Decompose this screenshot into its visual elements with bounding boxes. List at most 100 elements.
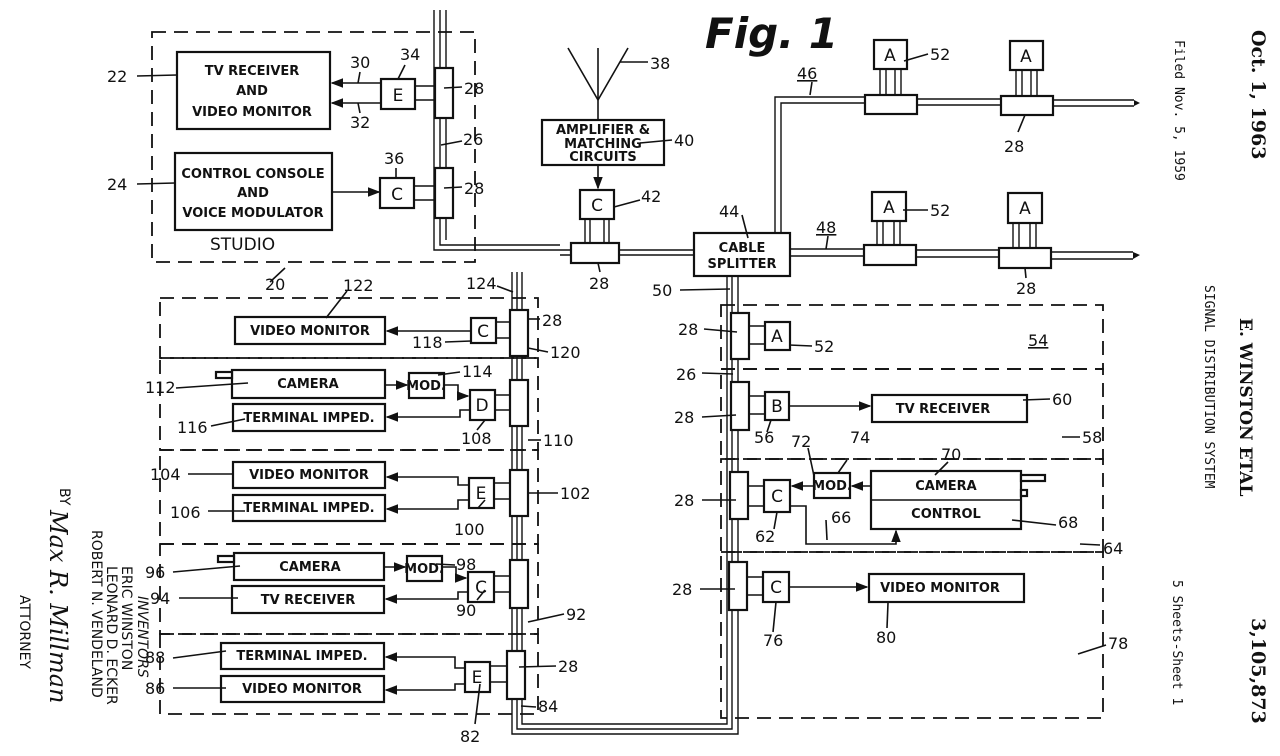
svg-text:TERMINAL IMPED.: TERMINAL IMPED. (243, 411, 374, 426)
svg-text:VIDEO MONITOR: VIDEO MONITOR (250, 324, 370, 339)
ref-114: 114 (462, 362, 493, 381)
antenna-38 (567, 47, 629, 120)
room-64 (720, 458, 1104, 553)
room-92 (159, 543, 539, 635)
modulator-74 (812, 471, 852, 500)
ref-68: 68 (1058, 513, 1078, 532)
ref-120: 120 (550, 343, 581, 362)
ref-28-branch46: 28 (1004, 137, 1024, 156)
ref-80: 80 (876, 628, 896, 647)
ref-110: 110 (543, 431, 574, 450)
amp-a-52-4 (1006, 191, 1044, 225)
modulator-114 (407, 371, 446, 400)
svg-text:TERMINAL IMPED.: TERMINAL IMPED. (243, 501, 374, 516)
svg-text:C: C (477, 322, 489, 342)
tap-28-branch46-b (999, 94, 1055, 117)
svg-text:VIDEO MONITOR: VIDEO MONITOR (249, 468, 369, 483)
svg-text:INVENTORS: INVENTORS (134, 596, 150, 678)
coupler-d-108 (468, 388, 497, 422)
ref-102: 102 (560, 484, 591, 503)
ref-28-r54: 28 (678, 320, 698, 339)
ref-76: 76 (763, 631, 783, 650)
ref-124: 124 (466, 274, 497, 293)
room-58 (720, 368, 1104, 460)
ref-38: 38 (650, 54, 670, 73)
svg-text:C: C (391, 185, 403, 205)
studio-label: STUDIO (210, 235, 275, 255)
modulator-98 (405, 554, 444, 583)
ref-24: 24 (107, 175, 127, 194)
svg-text:MOD.: MOD. (404, 562, 444, 577)
studio-boundary (151, 31, 476, 263)
ref-54: 54 (1028, 331, 1048, 350)
amp-a-52-3 (870, 190, 908, 223)
sheet-count: 5 Sheets-Sheet 1 (1169, 580, 1184, 705)
ref-22: 22 (107, 67, 127, 86)
svg-text:TV RECEIVER: TV RECEIVER (896, 402, 991, 417)
svg-text:A: A (771, 327, 783, 347)
svg-text:MOD.: MOD. (812, 479, 852, 494)
ref-116: 116 (177, 418, 208, 437)
svg-text:A: A (1019, 199, 1031, 219)
inventors-heading: INVENTORS (134, 596, 150, 678)
terminal-impedance-106 (231, 493, 387, 523)
svg-text:Filed Nov. 5, 1959: Filed Nov. 5, 1959 (1171, 40, 1186, 181)
tap-28-54 (729, 311, 751, 361)
ref-28-r84: 28 (558, 657, 578, 676)
ref-64: 64 (1103, 539, 1123, 558)
svg-text:TV RECEIVER: TV RECEIVER (205, 64, 300, 79)
tap-28-120 (508, 308, 530, 358)
ref-28-r120: 28 (542, 311, 562, 330)
ref-34: 34 (400, 45, 420, 64)
patent-number: 3,105,873 (1247, 618, 1269, 724)
ref-52-room: 52 (814, 337, 834, 356)
terminal-impedance-88 (219, 641, 386, 671)
svg-text:5 Sheets-Sheet 1: 5 Sheets-Sheet 1 (1169, 580, 1184, 705)
leader-lines (136, 53, 1107, 725)
tap-28-studio-upper (433, 66, 455, 120)
svg-text:Oct. 1, 1963: Oct. 1, 1963 (1247, 30, 1269, 159)
svg-text:E: E (472, 668, 483, 688)
figure-title: Fig. 1 (705, 9, 838, 58)
ref-94: 94 (150, 589, 170, 608)
svg-text:ATTORNEY: ATTORNEY (16, 595, 32, 669)
svg-text:VIDEO MONITOR: VIDEO MONITOR (192, 105, 312, 120)
svg-text:CAMERA: CAMERA (915, 479, 977, 494)
svg-text:VIDEO MONITOR: VIDEO MONITOR (880, 581, 1000, 596)
ref-98: 98 (456, 555, 476, 574)
svg-text:CAMERA: CAMERA (277, 377, 339, 392)
svg-text:A: A (1020, 47, 1032, 67)
tap-28-84 (505, 649, 527, 701)
tap-28-branch48-a (862, 243, 918, 267)
svg-text:A: A (884, 46, 896, 66)
svg-text:AND: AND (237, 186, 269, 201)
inventor-2: LEONARD D. ECKER (103, 566, 119, 705)
amp-a-52-room (763, 320, 792, 352)
ref-82: 82 (460, 727, 480, 746)
amp-a-52-1 (872, 38, 909, 71)
ref-86: 86 (145, 679, 165, 698)
ref-32: 32 (350, 113, 370, 132)
ref-52-a: 52 (930, 45, 950, 64)
ref-28-antenna: 28 (589, 274, 609, 293)
tap-28-110 (508, 378, 530, 428)
coupler-c-36 (378, 176, 416, 210)
svg-text:C: C (475, 578, 487, 598)
ref-118: 118 (412, 333, 443, 352)
svg-text:LEONARD D. ECKER: LEONARD D. ECKER (103, 566, 119, 705)
ref-96: 96 (145, 563, 165, 582)
ref-36: 36 (384, 149, 404, 168)
ref-28-r58: 28 (674, 408, 694, 427)
ref-84: 84 (538, 697, 558, 716)
ref-88: 88 (145, 648, 165, 667)
ref-104: 104 (150, 465, 181, 484)
ref-112: 112 (145, 378, 176, 397)
ref-26-studio: 26 (463, 130, 483, 149)
patent-date: Oct. 1, 1963 (1247, 30, 1269, 159)
ref-44: 44 (719, 202, 739, 221)
ref-74: 74 (850, 428, 870, 447)
ref-78: 78 (1108, 634, 1128, 653)
ref-108: 108 (461, 429, 492, 448)
by-label: BY (56, 488, 72, 506)
